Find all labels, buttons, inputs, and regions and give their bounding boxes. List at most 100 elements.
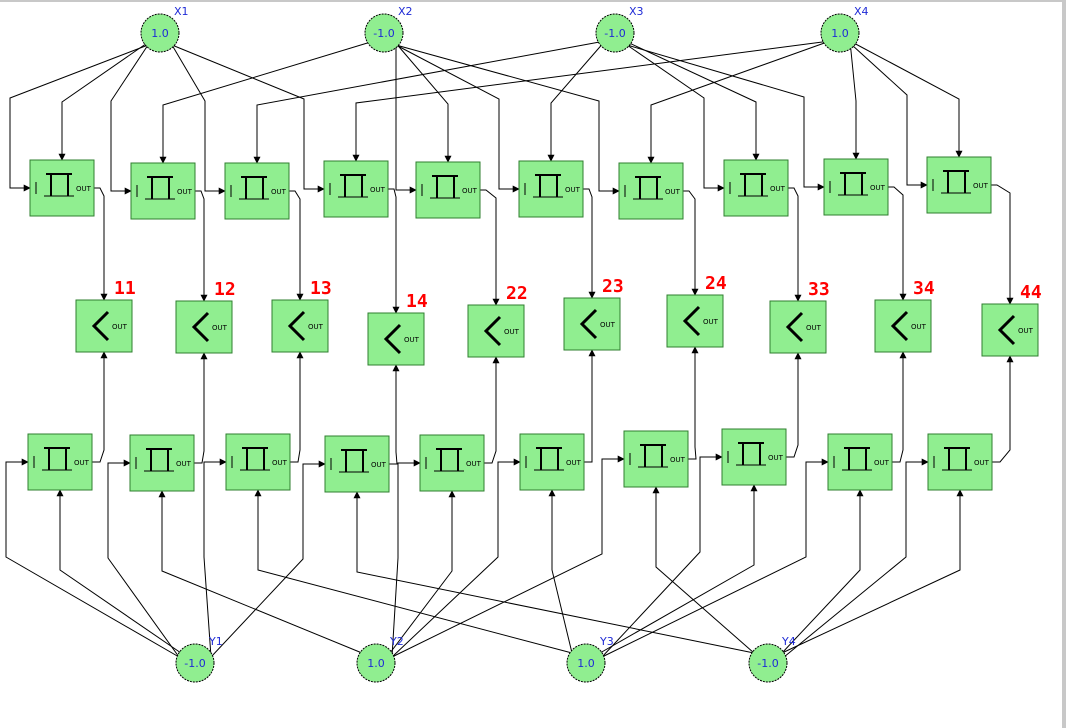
product-pi-icon [239, 176, 269, 200]
out-port-label: OUT [670, 456, 686, 464]
blocks: OUTOUT11OUTOUTOUT12OUTOUTOUT13OUTOUTOUT1… [27, 156, 1042, 493]
input-node-y3[interactable]: 1.0Y3 [566, 635, 614, 683]
product-block-bottom[interactable]: OUT [827, 433, 893, 491]
wire-product-to-sum [683, 190, 699, 296]
product-block-top[interactable]: OUT [518, 160, 584, 218]
input-node-y1[interactable]: -1.0Y1 [175, 635, 223, 683]
input-node-y2[interactable]: 1.0Y2 [356, 635, 404, 683]
wire-product-to-sum [892, 351, 907, 463]
wire-bottom-to-product [5, 458, 180, 658]
product-block-body [29, 159, 95, 217]
wire-product-to-sum [788, 187, 802, 302]
sum-sigma-icon [91, 310, 110, 342]
product-pi-icon [736, 442, 766, 466]
product-block-top[interactable]: OUT [323, 160, 389, 218]
wire-top-to-product [647, 40, 831, 164]
wire-top-to-product [9, 44, 149, 192]
node-value: 1.0 [367, 657, 385, 670]
product-block-body [324, 435, 390, 493]
sum-sigma-icon [997, 314, 1016, 346]
sum-block-body [467, 304, 525, 358]
product-block-body [518, 160, 584, 218]
product-block-bottom[interactable]: OUT [225, 433, 291, 491]
sum-sigma-icon [191, 311, 210, 343]
input-node-x2[interactable]: -1.0 X2 [364, 5, 413, 53]
sum-block-body [271, 299, 329, 353]
wire-bottom-to-product [391, 459, 421, 658]
product-block-bottom[interactable]: OUT [419, 434, 485, 492]
input-node-x1[interactable]: 1.0X1 [140, 5, 189, 53]
node-name: X2 [398, 5, 413, 18]
product-pi-icon [738, 173, 768, 197]
product-block-top[interactable]: OUT [723, 159, 789, 217]
sum-sigma-icon [682, 305, 701, 337]
sum-block-body [874, 299, 932, 353]
node-value: -1.0 [604, 27, 625, 40]
product-block-bottom[interactable]: OUT [927, 433, 993, 491]
wire-bottom-to-product [652, 486, 755, 654]
right-edge [1062, 0, 1066, 728]
top-edge [0, 0, 1066, 2]
product-block-top[interactable]: OUT [618, 162, 684, 220]
product-block-bottom[interactable]: OUT [519, 433, 585, 491]
out-port-label: OUT [176, 460, 192, 468]
input-node-x4[interactable]: 1.0X4 [820, 5, 869, 53]
sum-label: 33 [808, 279, 830, 300]
node-circle [140, 13, 180, 53]
wire-product-to-sum [389, 364, 400, 465]
product-block-bottom[interactable]: OUT [721, 428, 787, 486]
product-block-top[interactable]: OUT [926, 156, 992, 214]
out-port-label: OUT [565, 186, 581, 194]
product-pi-icon [534, 447, 564, 471]
out-port-label: OUT [870, 184, 886, 192]
node-value: 1.0 [831, 27, 849, 40]
node-value: 1.0 [151, 27, 169, 40]
product-block-bottom[interactable]: OUT [27, 433, 93, 491]
wire-bottom-to-product [548, 489, 573, 654]
out-port-label: OUT [566, 459, 582, 467]
node-circle [820, 13, 860, 53]
input-nodes: 1.0X1 -1.0 X2 -1.0X3 1.0X4 -1.0Y1 1.0Y2 1.0Y3 -1… [140, 5, 869, 683]
product-block-body [130, 162, 196, 220]
sum-label: 34 [913, 278, 935, 299]
input-node-x3[interactable]: -1.0X3 [595, 5, 644, 53]
wire-bottom-to-product [210, 460, 326, 658]
node-value: -1.0 [373, 27, 394, 40]
sum-block-body [75, 299, 133, 353]
wire-top-to-product [395, 44, 620, 195]
product-block-bottom[interactable]: OUT [324, 435, 390, 493]
product-block-top[interactable]: OUT [130, 162, 196, 220]
product-block-top[interactable]: OUT [29, 159, 95, 217]
product-block-top[interactable]: OUT [823, 158, 889, 216]
product-pi-icon [144, 448, 174, 472]
wire-top-to-product [171, 44, 226, 195]
product-block-top[interactable]: OUT [415, 161, 481, 219]
wire-product-to-sum [194, 352, 208, 464]
product-block-bottom[interactable]: OUT [129, 434, 195, 492]
wire-product-to-sum [786, 352, 802, 458]
wire-top-to-product [849, 40, 963, 158]
wire-bottom-to-product [781, 489, 964, 654]
product-block-bottom[interactable]: OUT [623, 430, 689, 488]
sum-sigma-icon [383, 323, 402, 355]
input-node-y4[interactable]: -1.0Y4 [748, 635, 796, 683]
product-pi-icon [633, 176, 663, 200]
out-port-label: OUT [76, 185, 92, 193]
wire-top-to-product [851, 44, 928, 189]
sum-block-body [367, 312, 425, 366]
out-port-label: OUT [973, 182, 989, 190]
node-circle [356, 643, 396, 683]
product-block-top[interactable]: OUT [224, 162, 290, 220]
